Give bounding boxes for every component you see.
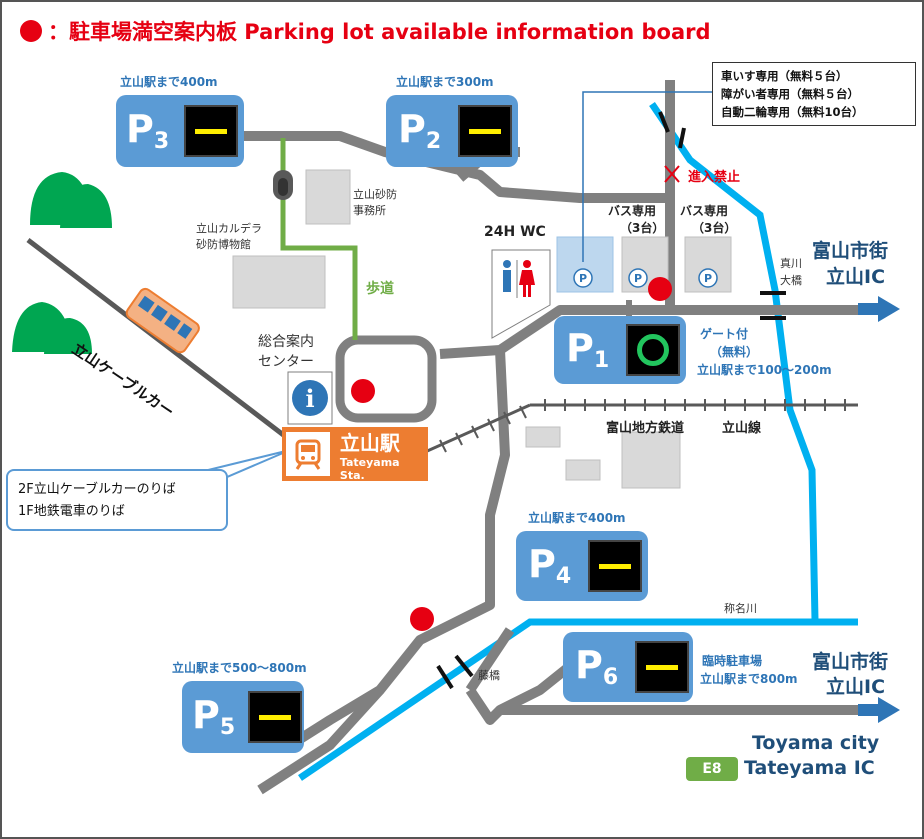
p3-status-board <box>184 105 238 157</box>
svg-text:i: i <box>305 384 314 413</box>
sabo-office-label-2: 事務所 <box>353 204 386 217</box>
wc-label: 24H WC <box>484 224 546 240</box>
railway-label-2: 立山線 <box>722 421 762 436</box>
p6-label: P6 <box>575 642 619 690</box>
walkway-label: 歩道 <box>366 281 394 297</box>
info-center-label-2: センター <box>258 354 314 370</box>
dest1-line2: 立山IC <box>826 266 886 288</box>
tunnel-icon <box>273 170 293 200</box>
museum-label-1: 立山カルデラ <box>196 222 262 235</box>
full-bar-icon <box>599 563 631 569</box>
dest1-line1: 富山市街 <box>812 240 889 262</box>
p2-label: P2 <box>398 106 442 154</box>
p5-label: P5 <box>192 692 236 740</box>
p3-label: P3 <box>126 106 170 154</box>
p2-status-board <box>458 105 512 157</box>
parking-p2[interactable]: P2 <box>386 95 518 167</box>
p1-info-2: （無料） <box>710 345 759 359</box>
station-callout: 2F立山ケーブルカーのりば 1F地鉄電車のりば <box>6 469 228 531</box>
p3-distance: 立山駅まで400m <box>120 75 218 89</box>
svg-text:P: P <box>634 272 642 285</box>
special-parking-box: 車いす専用（無料５台） 障がい者専用（無料５台） 自動二輪専用（無料10台） <box>712 62 916 126</box>
p1-info-3: 立山駅まで100～200m <box>697 363 832 377</box>
parking-p6[interactable]: P6 <box>563 632 693 702</box>
railway-label-1: 富山地方鉄道 <box>606 421 685 436</box>
no-entry-label: 進入禁止 <box>688 170 741 185</box>
p1-label: P1 <box>566 325 610 373</box>
tateyama-station[interactable]: 立山駅 Tateyama Sta. <box>282 427 428 482</box>
tram-icon <box>286 432 330 476</box>
full-bar-icon <box>469 128 501 134</box>
parking-p3[interactable]: P3 <box>116 95 244 167</box>
station-name-en: Tateyama Sta. <box>339 455 400 482</box>
p4-distance: 立山駅まで400m <box>528 511 626 525</box>
p2-distance: 立山駅まで300m <box>396 75 494 89</box>
museum-label-2: 砂防博物館 <box>196 238 251 251</box>
p1-info-1: ゲート付 <box>700 327 749 341</box>
marker-legend-icon <box>20 20 42 42</box>
arrow-icon <box>858 296 900 723</box>
p6-info-1: 臨時駐車場 <box>702 654 763 668</box>
bus-label-left-2: （3台） <box>620 221 665 235</box>
callout-line-1: 2F立山ケーブルカーのりば <box>18 482 176 497</box>
parking-p4[interactable]: P4 <box>516 531 648 601</box>
toyama-city-en: Toyama city <box>752 732 880 754</box>
bus-label-right-2: （3台） <box>692 221 737 235</box>
p4-label: P4 <box>528 541 572 589</box>
buildings <box>232 169 681 489</box>
marker-icon <box>351 277 672 631</box>
disabled-parking: 障がい者専用（無料５台） <box>721 87 859 101</box>
dest2-line2: 立山IC <box>826 676 886 698</box>
cable-car-icon <box>125 287 200 354</box>
full-bar-icon <box>646 664 678 670</box>
parking-p1[interactable]: P1 <box>554 316 686 384</box>
shomyo-river-label: 称名川 <box>724 602 757 615</box>
full-bar-icon <box>259 714 291 720</box>
svg-text:P: P <box>704 272 712 285</box>
wc-icon <box>503 260 535 298</box>
station-name-jp: 立山駅 <box>339 430 400 455</box>
makawa-bridge-label-2: 大橋 <box>780 274 802 287</box>
p6-status-board <box>635 641 689 693</box>
p5-distance: 立山駅まで500～800m <box>172 661 307 675</box>
info-center-label-1: 総合案内 <box>258 334 314 350</box>
callout-line-2: 1F地鉄電車のりば <box>18 504 125 519</box>
e8-route-badge: E8 <box>686 757 738 781</box>
info-icon <box>292 380 328 416</box>
fuji-bridge-label: 藤橋 <box>478 669 500 682</box>
full-bar-icon <box>195 128 227 134</box>
no-entry-icon <box>664 165 680 183</box>
bus-label-left-1: バス専用 <box>608 204 657 218</box>
legend: ：駐車場満空案内板 Parking lot available informat… <box>20 16 711 46</box>
p5-status-board <box>248 691 302 743</box>
p4-status-board <box>588 540 642 592</box>
motorcycle-parking: 自動二輪専用（無料10台） <box>721 105 864 119</box>
walkway-path <box>280 138 358 340</box>
tateyama-ic-en: Tateyama IC <box>744 757 875 779</box>
tree-icon <box>12 172 112 354</box>
legend-title: ：駐車場満空案内板 Parking lot available informat… <box>48 20 711 44</box>
roundabout <box>335 335 437 423</box>
wheelchair-parking: 車いす専用（無料５台） <box>721 69 848 83</box>
bus-label-right-1: バス専用 <box>680 204 729 218</box>
river <box>298 102 858 781</box>
p1-status-board <box>626 324 680 376</box>
svg-text:P: P <box>579 272 587 285</box>
p6-info-2: 立山駅まで800m <box>700 672 798 686</box>
parking-p5[interactable]: P5 <box>182 681 304 753</box>
bridge-icon <box>436 111 786 690</box>
available-ring-icon <box>637 334 669 366</box>
sabo-office-label-1: 立山砂防 <box>353 188 397 201</box>
makawa-bridge-label-1: 真川 <box>780 257 802 270</box>
dest2-line1: 富山市街 <box>812 651 889 673</box>
